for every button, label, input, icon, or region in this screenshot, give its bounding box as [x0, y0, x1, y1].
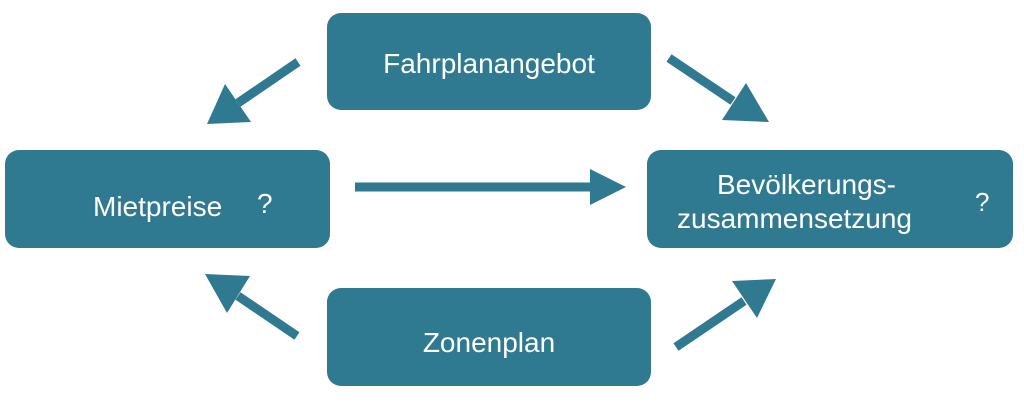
node-label: Mietpreise — [93, 191, 223, 222]
node-mietpreise: Mietpreise ? — [5, 150, 330, 248]
arrow-top-to-left — [207, 58, 301, 124]
node-label-line2: zusammensetzung — [677, 203, 913, 234]
node-fahrplanangebot: Fahrplanangebot — [327, 13, 651, 110]
arrow-left-to-right — [355, 169, 626, 205]
node-label: Zonenplan — [422, 327, 556, 358]
arrow-bottom-to-left — [205, 274, 300, 340]
node-zonenplan: Zonenplan — [327, 288, 651, 386]
arrow-top-to-right — [666, 54, 769, 122]
question-mark: ? — [975, 187, 990, 217]
node-bevoelkerungszusammensetzung: Bevölkerungs- zusammensetzung ? — [647, 150, 1013, 248]
arrow-bottom-to-right — [673, 279, 776, 351]
node-label: Fahrplanangebot — [383, 48, 595, 79]
question-mark: ? — [257, 188, 273, 219]
node-label-line1: Bevölkerungs- — [717, 169, 896, 200]
